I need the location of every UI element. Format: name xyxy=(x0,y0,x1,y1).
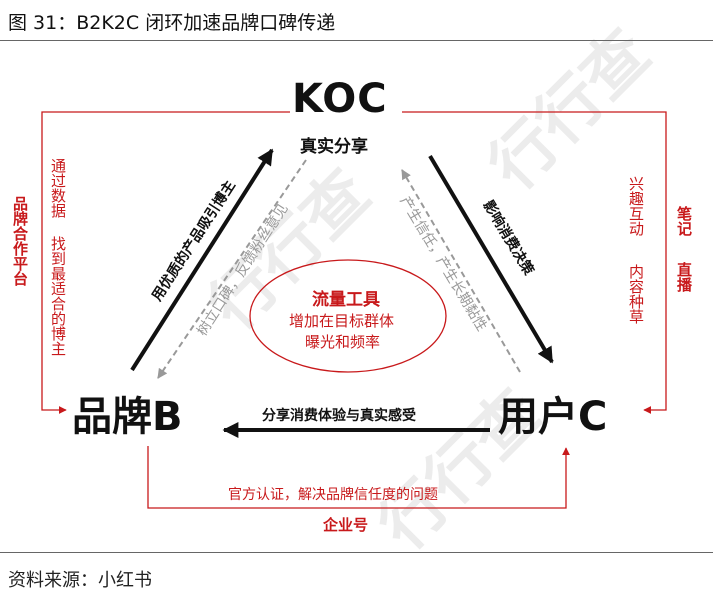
arrow-brand-to-koc xyxy=(130,148,274,372)
bottom-loop-text: 官方认证，解决品牌信任度的问题 xyxy=(228,487,438,503)
center-line2: 曝光和频率 xyxy=(305,333,381,351)
right-loop-text-col1: 兴趣互动 xyxy=(627,176,645,236)
arrow-user-to-koc xyxy=(401,169,521,373)
label-koc-to-user: 影响消费决策 xyxy=(480,197,538,279)
label-user-to-koc: 产生信任，产生长期黏性 xyxy=(396,194,489,334)
right-loop-text-col2: 内容种草 xyxy=(627,264,645,324)
label-user-to-brand: 分享消费体验与真实感受 xyxy=(262,408,416,424)
center-title: 流量工具 xyxy=(312,290,380,310)
center-line1: 增加在目标群体 xyxy=(289,312,395,330)
arrow-koc-to-brand xyxy=(157,159,307,379)
left-loop-text-col1: 通过数据 xyxy=(49,158,67,218)
arrow-koc-to-user xyxy=(428,154,554,364)
bottom-loop-label: 企业号 xyxy=(323,516,369,534)
left-loop-line xyxy=(41,111,290,414)
top-divider xyxy=(0,40,713,41)
bottom-loop-line xyxy=(147,446,570,509)
node-koc: KOC xyxy=(292,76,388,122)
node-brand: 品牌B xyxy=(72,394,183,440)
left-loop-label: 品牌合作平台 xyxy=(11,196,29,286)
node-user: 用户C xyxy=(498,394,608,440)
bottom-divider xyxy=(0,552,713,553)
source-note: 资料来源：小红书 xyxy=(8,570,152,591)
right-loop-line xyxy=(402,111,667,414)
right-loop-label2: 直播 xyxy=(675,262,693,292)
left-loop-text-col2: 找到最适合的博主 xyxy=(49,236,67,356)
figure-title: 图 31：B2K2C 闭环加速品牌口碑传递 xyxy=(8,12,336,34)
right-loop-label1: 笔记 xyxy=(675,206,693,236)
center-ellipse xyxy=(249,259,447,373)
node-koc-subtitle: 真实分享 xyxy=(300,137,368,157)
